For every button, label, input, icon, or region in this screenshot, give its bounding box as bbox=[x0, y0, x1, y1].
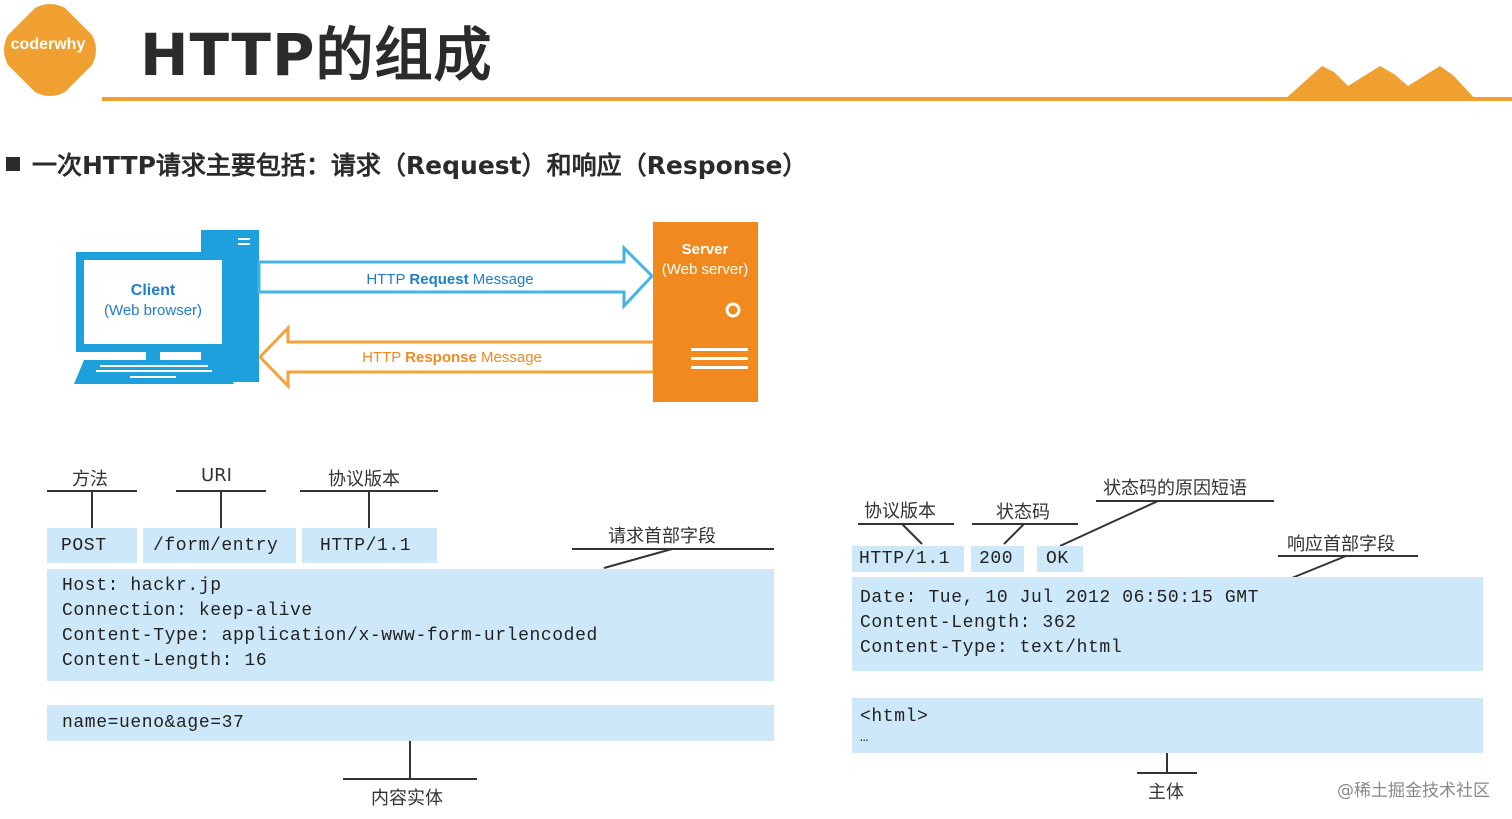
response-suffix: Message bbox=[477, 349, 542, 366]
response-body-line: <html> bbox=[860, 707, 929, 727]
response-headers-box: Date: Tue, 10 Jul 2012 06:50:15 GMT Cont… bbox=[852, 577, 1483, 671]
request-uri-cell: /form/entry bbox=[143, 528, 296, 563]
request-headers-box: Host: hackr.jp Connection: keep-alive Co… bbox=[47, 569, 774, 681]
client-subtitle: (Web browser) bbox=[104, 302, 202, 319]
request-bold: Request bbox=[409, 271, 468, 288]
bullet-text: 一次HTTP请求主要包括：请求（Request）和响应（Response） bbox=[32, 151, 808, 180]
response-version-bracket bbox=[858, 523, 954, 525]
svg-text:HTTP Response Message: HTTP Response Message bbox=[362, 349, 542, 366]
request-uri: /form/entry bbox=[153, 535, 279, 556]
uri-connector bbox=[220, 490, 222, 528]
bullet-line: 一次HTTP请求主要包括：请求（Request）和响应（Response） bbox=[6, 146, 807, 182]
watermark: @稀土掘金技术社区 bbox=[1337, 781, 1490, 801]
request-body-connector bbox=[409, 741, 411, 779]
label-method: 方法 bbox=[72, 469, 108, 490]
label-request-version: 协议版本 bbox=[328, 469, 400, 490]
response-status: 200 bbox=[979, 549, 1014, 569]
request-header-line: Content-Length: 16 bbox=[62, 651, 268, 671]
response-arrow bbox=[257, 324, 656, 390]
label-request-body: 内容实体 bbox=[371, 788, 443, 809]
request-body: name=ueno&age=37 bbox=[62, 713, 245, 733]
response-reason: OK bbox=[1046, 549, 1069, 569]
header-divider bbox=[102, 97, 1512, 101]
server-box bbox=[653, 222, 758, 402]
response-body-box: <html> … bbox=[852, 698, 1483, 753]
request-arrow bbox=[257, 244, 655, 310]
label-reason: 状态码的原因短语 bbox=[1103, 478, 1247, 499]
request-headers-connector bbox=[603, 548, 673, 569]
response-version-cell: HTTP/1.1 bbox=[852, 546, 964, 572]
request-header-line: Connection: keep-alive bbox=[62, 601, 313, 621]
response-header-line: Content-Type: text/html bbox=[860, 638, 1123, 658]
response-body-connector bbox=[1166, 753, 1168, 773]
request-method: POST bbox=[61, 535, 107, 556]
logo-text: coderwhy bbox=[10, 36, 86, 53]
response-prefix: HTTP bbox=[362, 349, 405, 366]
label-request-headers: 请求首部字段 bbox=[608, 526, 716, 547]
request-version-cell: HTTP/1.1 bbox=[302, 528, 437, 563]
response-version: HTTP/1.1 bbox=[859, 549, 951, 569]
http-message-diagram: Client (Web browser) HTTP Request Messag… bbox=[74, 222, 758, 402]
version-connector bbox=[368, 490, 370, 528]
response-version-connector bbox=[901, 523, 923, 545]
server-subtitle: (Web server) bbox=[662, 261, 748, 278]
request-prefix: HTTP bbox=[366, 271, 409, 288]
response-header-line: Date: Tue, 10 Jul 2012 06:50:15 GMT bbox=[860, 588, 1260, 608]
request-header-line: Content-Type: application/x-www-form-url… bbox=[62, 626, 598, 646]
label-response-version: 协议版本 bbox=[864, 501, 936, 522]
coderwhy-logo bbox=[4, 4, 96, 96]
label-response-headers: 响应首部字段 bbox=[1287, 534, 1395, 555]
request-headers-bracket bbox=[572, 548, 774, 550]
status-bracket bbox=[972, 523, 1078, 525]
response-bold: Response bbox=[405, 349, 477, 366]
bullet-square-icon bbox=[6, 157, 20, 171]
status-connector bbox=[1003, 523, 1025, 545]
response-reason-cell: OK bbox=[1037, 546, 1083, 572]
reason-bracket bbox=[1096, 500, 1274, 502]
request-body-bracket bbox=[343, 778, 477, 780]
reason-connector bbox=[1059, 500, 1159, 547]
response-headers-bracket bbox=[1278, 555, 1418, 557]
server-power-icon bbox=[725, 302, 741, 318]
mountains-decoration bbox=[1284, 66, 1476, 100]
client-title: Client bbox=[131, 282, 176, 299]
label-status: 状态码 bbox=[996, 502, 1050, 523]
method-connector bbox=[91, 490, 93, 528]
request-method-cell: POST bbox=[47, 528, 137, 563]
label-uri: URI bbox=[201, 465, 232, 486]
server-title: Server bbox=[682, 241, 729, 258]
request-suffix: Message bbox=[469, 271, 534, 288]
request-body-box: name=ueno&age=37 bbox=[47, 705, 774, 741]
label-response-body: 主体 bbox=[1148, 782, 1184, 803]
request-version: HTTP/1.1 bbox=[320, 535, 412, 556]
svg-text:HTTP Request Message: HTTP Request Message bbox=[366, 271, 533, 288]
page-title: HTTP的组成 bbox=[140, 21, 493, 89]
request-header-line: Host: hackr.jp bbox=[62, 576, 222, 596]
response-header-line: Content-Length: 362 bbox=[860, 613, 1077, 633]
response-body-line: … bbox=[860, 730, 870, 746]
response-status-cell: 200 bbox=[971, 546, 1024, 572]
response-body-bracket bbox=[1137, 772, 1197, 774]
